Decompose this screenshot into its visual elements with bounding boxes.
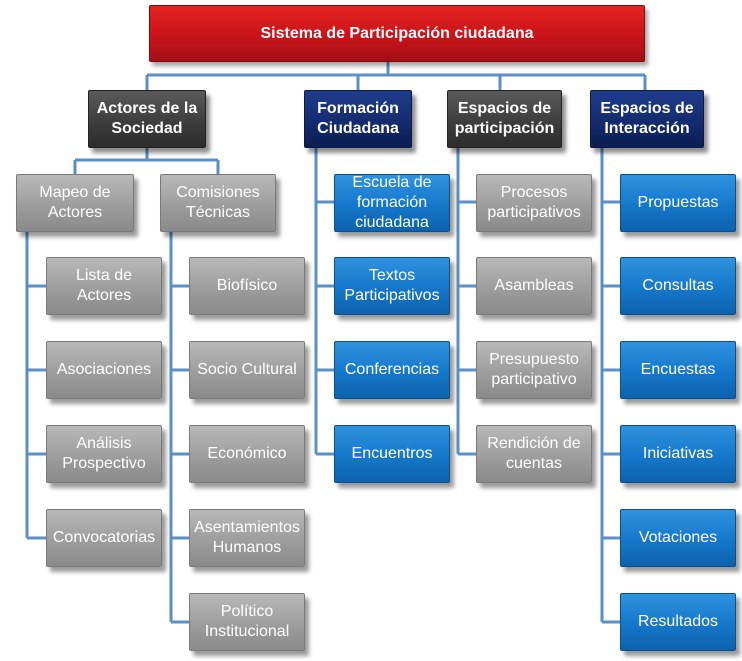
mapeo-item: Convocatorias — [46, 509, 162, 567]
participacion-item-label: Rendición de cuentas — [487, 435, 581, 472]
formacion-item-label: Escuela de formación ciudadana — [352, 174, 432, 231]
comisiones-item: Económico — [189, 425, 305, 483]
formacion-item-label: Textos Participativos — [344, 267, 440, 304]
header-actores-label: Actores de la Sociedad — [96, 100, 198, 137]
header-interaccion-label: Espacios de Interacción — [600, 100, 694, 137]
comisiones-item: Político Institucional — [189, 593, 305, 651]
interaccion-item-label: Propuestas — [637, 194, 719, 211]
comisiones-item: Socio Cultural — [189, 341, 305, 399]
group-comisiones-label: Comisiones Técnicas — [176, 184, 260, 221]
interaccion-item-label: Consultas — [642, 277, 714, 294]
interaccion-item-label: Iniciativas — [642, 445, 714, 462]
formacion-item-label: Conferencias — [344, 361, 440, 378]
header-participacion-label: Espacios de participación — [454, 100, 555, 137]
formacion-item: Conferencias — [334, 341, 450, 399]
mapeo-item: Lista de Actores — [46, 257, 162, 315]
interaccion-item: Propuestas — [620, 174, 736, 232]
formacion-item: Encuentros — [334, 425, 450, 483]
interaccion-item: Resultados — [620, 593, 736, 651]
group-mapeo-label: Mapeo de Actores — [39, 184, 111, 221]
header-participacion: Espacios de participación — [447, 90, 562, 148]
root-node: Sistema de Participación ciudadana — [149, 5, 645, 62]
interaccion-item-label: Votaciones — [638, 529, 718, 546]
comisiones-item-label: Económico — [207, 445, 287, 462]
mapeo-item-label: Convocatorias — [52, 529, 156, 546]
group-comisiones: Comisiones Técnicas — [160, 174, 276, 232]
root-label: Sistema de Participación ciudadana — [260, 24, 534, 42]
participacion-item: Asambleas — [476, 257, 592, 315]
mapeo-item-label: Análisis Prospectivo — [62, 435, 146, 472]
mapeo-item: Asociaciones — [46, 341, 162, 399]
interaccion-item: Encuestas — [620, 341, 736, 399]
participacion-item-label: Asambleas — [494, 277, 574, 294]
comisiones-item: Biofísico — [189, 257, 305, 315]
comisiones-item: Asentamientos Humanos — [189, 509, 305, 567]
comisiones-item-label: Socio Cultural — [197, 361, 297, 378]
header-interaccion: Espacios de Interacción — [590, 90, 704, 148]
formacion-item: Escuela de formación ciudadana — [334, 174, 450, 232]
interaccion-item-label: Encuestas — [640, 361, 716, 378]
interaccion-item: Iniciativas — [620, 425, 736, 483]
participacion-item: Presupuesto participativo — [476, 341, 592, 399]
interaccion-item-label: Resultados — [637, 613, 719, 630]
participacion-item-label: Procesos participativos — [487, 184, 581, 221]
participacion-item-label: Presupuesto participativo — [489, 351, 579, 388]
formacion-item: Textos Participativos — [334, 257, 450, 315]
mapeo-item-label: Asociaciones — [56, 361, 152, 378]
comisiones-item-label: Asentamientos Humanos — [194, 519, 300, 556]
group-mapeo: Mapeo de Actores — [16, 174, 134, 232]
formacion-item-label: Encuentros — [351, 445, 433, 462]
header-actores: Actores de la Sociedad — [88, 90, 206, 148]
participacion-item: Procesos participativos — [476, 174, 592, 232]
mapeo-item-label: Lista de Actores — [75, 267, 133, 304]
comisiones-item-label: Biofísico — [216, 277, 278, 294]
comisiones-item-label: Político Institucional — [204, 603, 290, 640]
participacion-item: Rendición de cuentas — [476, 425, 592, 483]
interaccion-item: Consultas — [620, 257, 736, 315]
mapeo-item: Análisis Prospectivo — [46, 425, 162, 483]
header-formacion: Formación Ciudadana — [304, 90, 412, 148]
header-formacion-label: Formación Ciudadana — [317, 100, 399, 137]
interaccion-item: Votaciones — [620, 509, 736, 567]
